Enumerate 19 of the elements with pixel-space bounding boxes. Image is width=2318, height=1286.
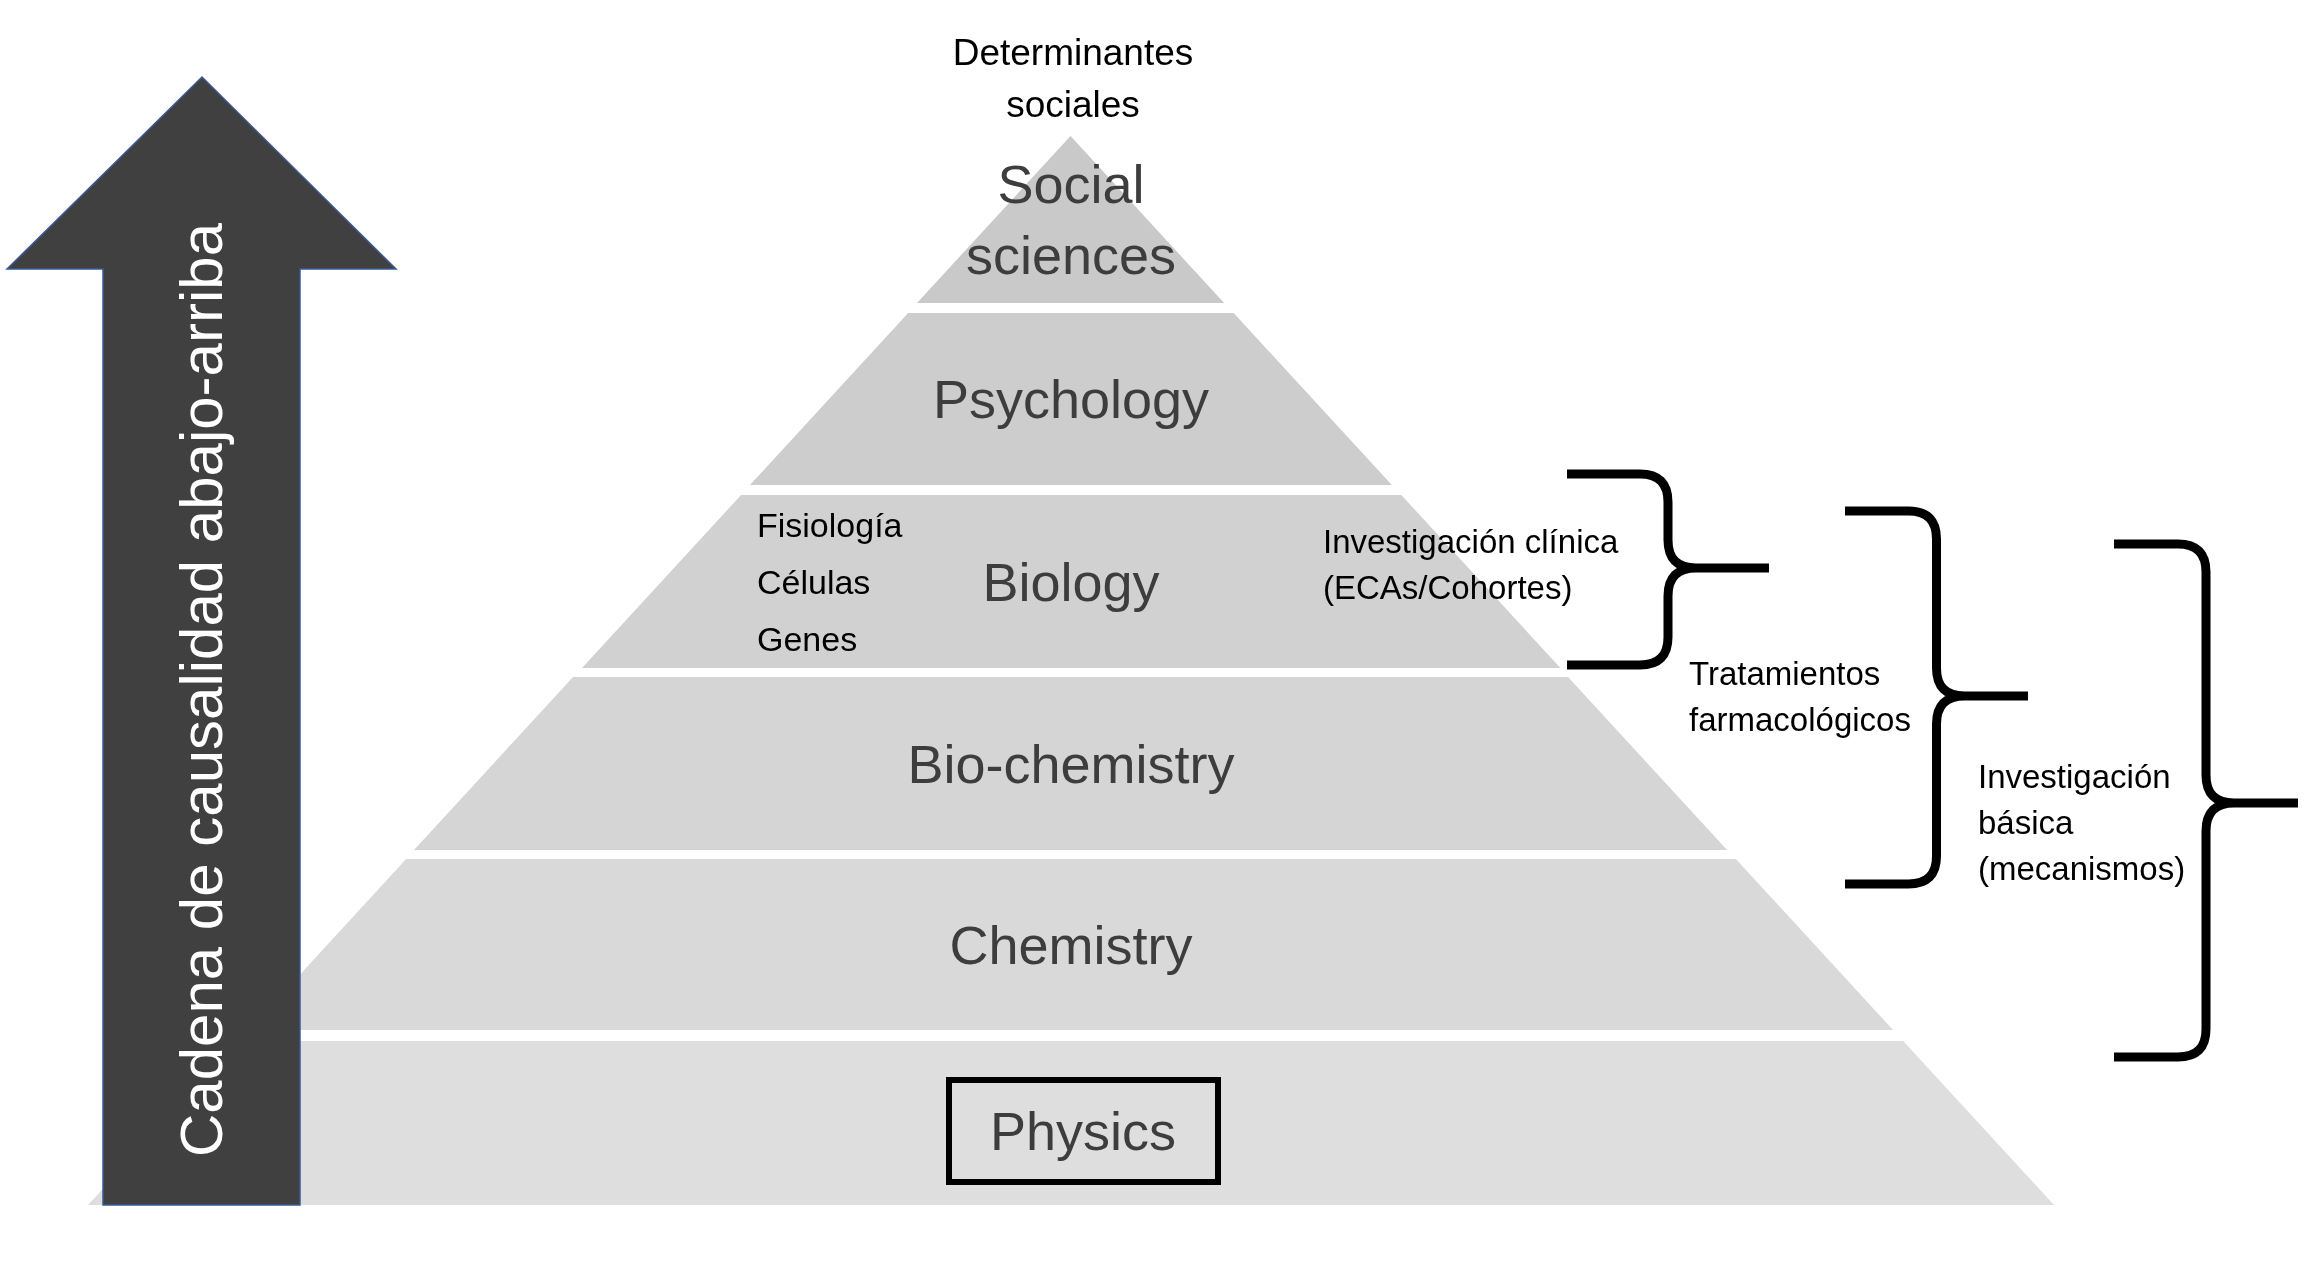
frame-label: Physics [989,1100,1176,1163]
term-label: Genes [757,619,858,660]
term-label: Células [757,562,871,603]
pyramid-tier [300,859,1894,1030]
tier-label: Social sciences [964,152,1178,287]
pyramid-tier [917,136,1225,303]
block-arrow [7,77,396,1205]
tier-label: Biology [982,550,1160,614]
tier-label: Bio-chemistry [907,732,1235,796]
tier-label: Chemistry [949,913,1193,977]
arrow-label: Cadena de causalidad abajo-arriba [166,223,236,1157]
bracket-label: Tratamientos farmacológicos [1689,654,1912,740]
term-label: Fisiología [757,505,903,546]
bracket-label: Investigación básica (mecanismos) [1978,757,2187,889]
tier-caption: Determinantes sociales [951,31,1195,127]
bracket-label: Investigación clínica (ECAs/Cohortes) [1323,522,1620,608]
label-frame [945,1077,1221,1185]
tier-label: Psychology [932,367,1210,431]
pyramid-tier [750,313,1392,485]
